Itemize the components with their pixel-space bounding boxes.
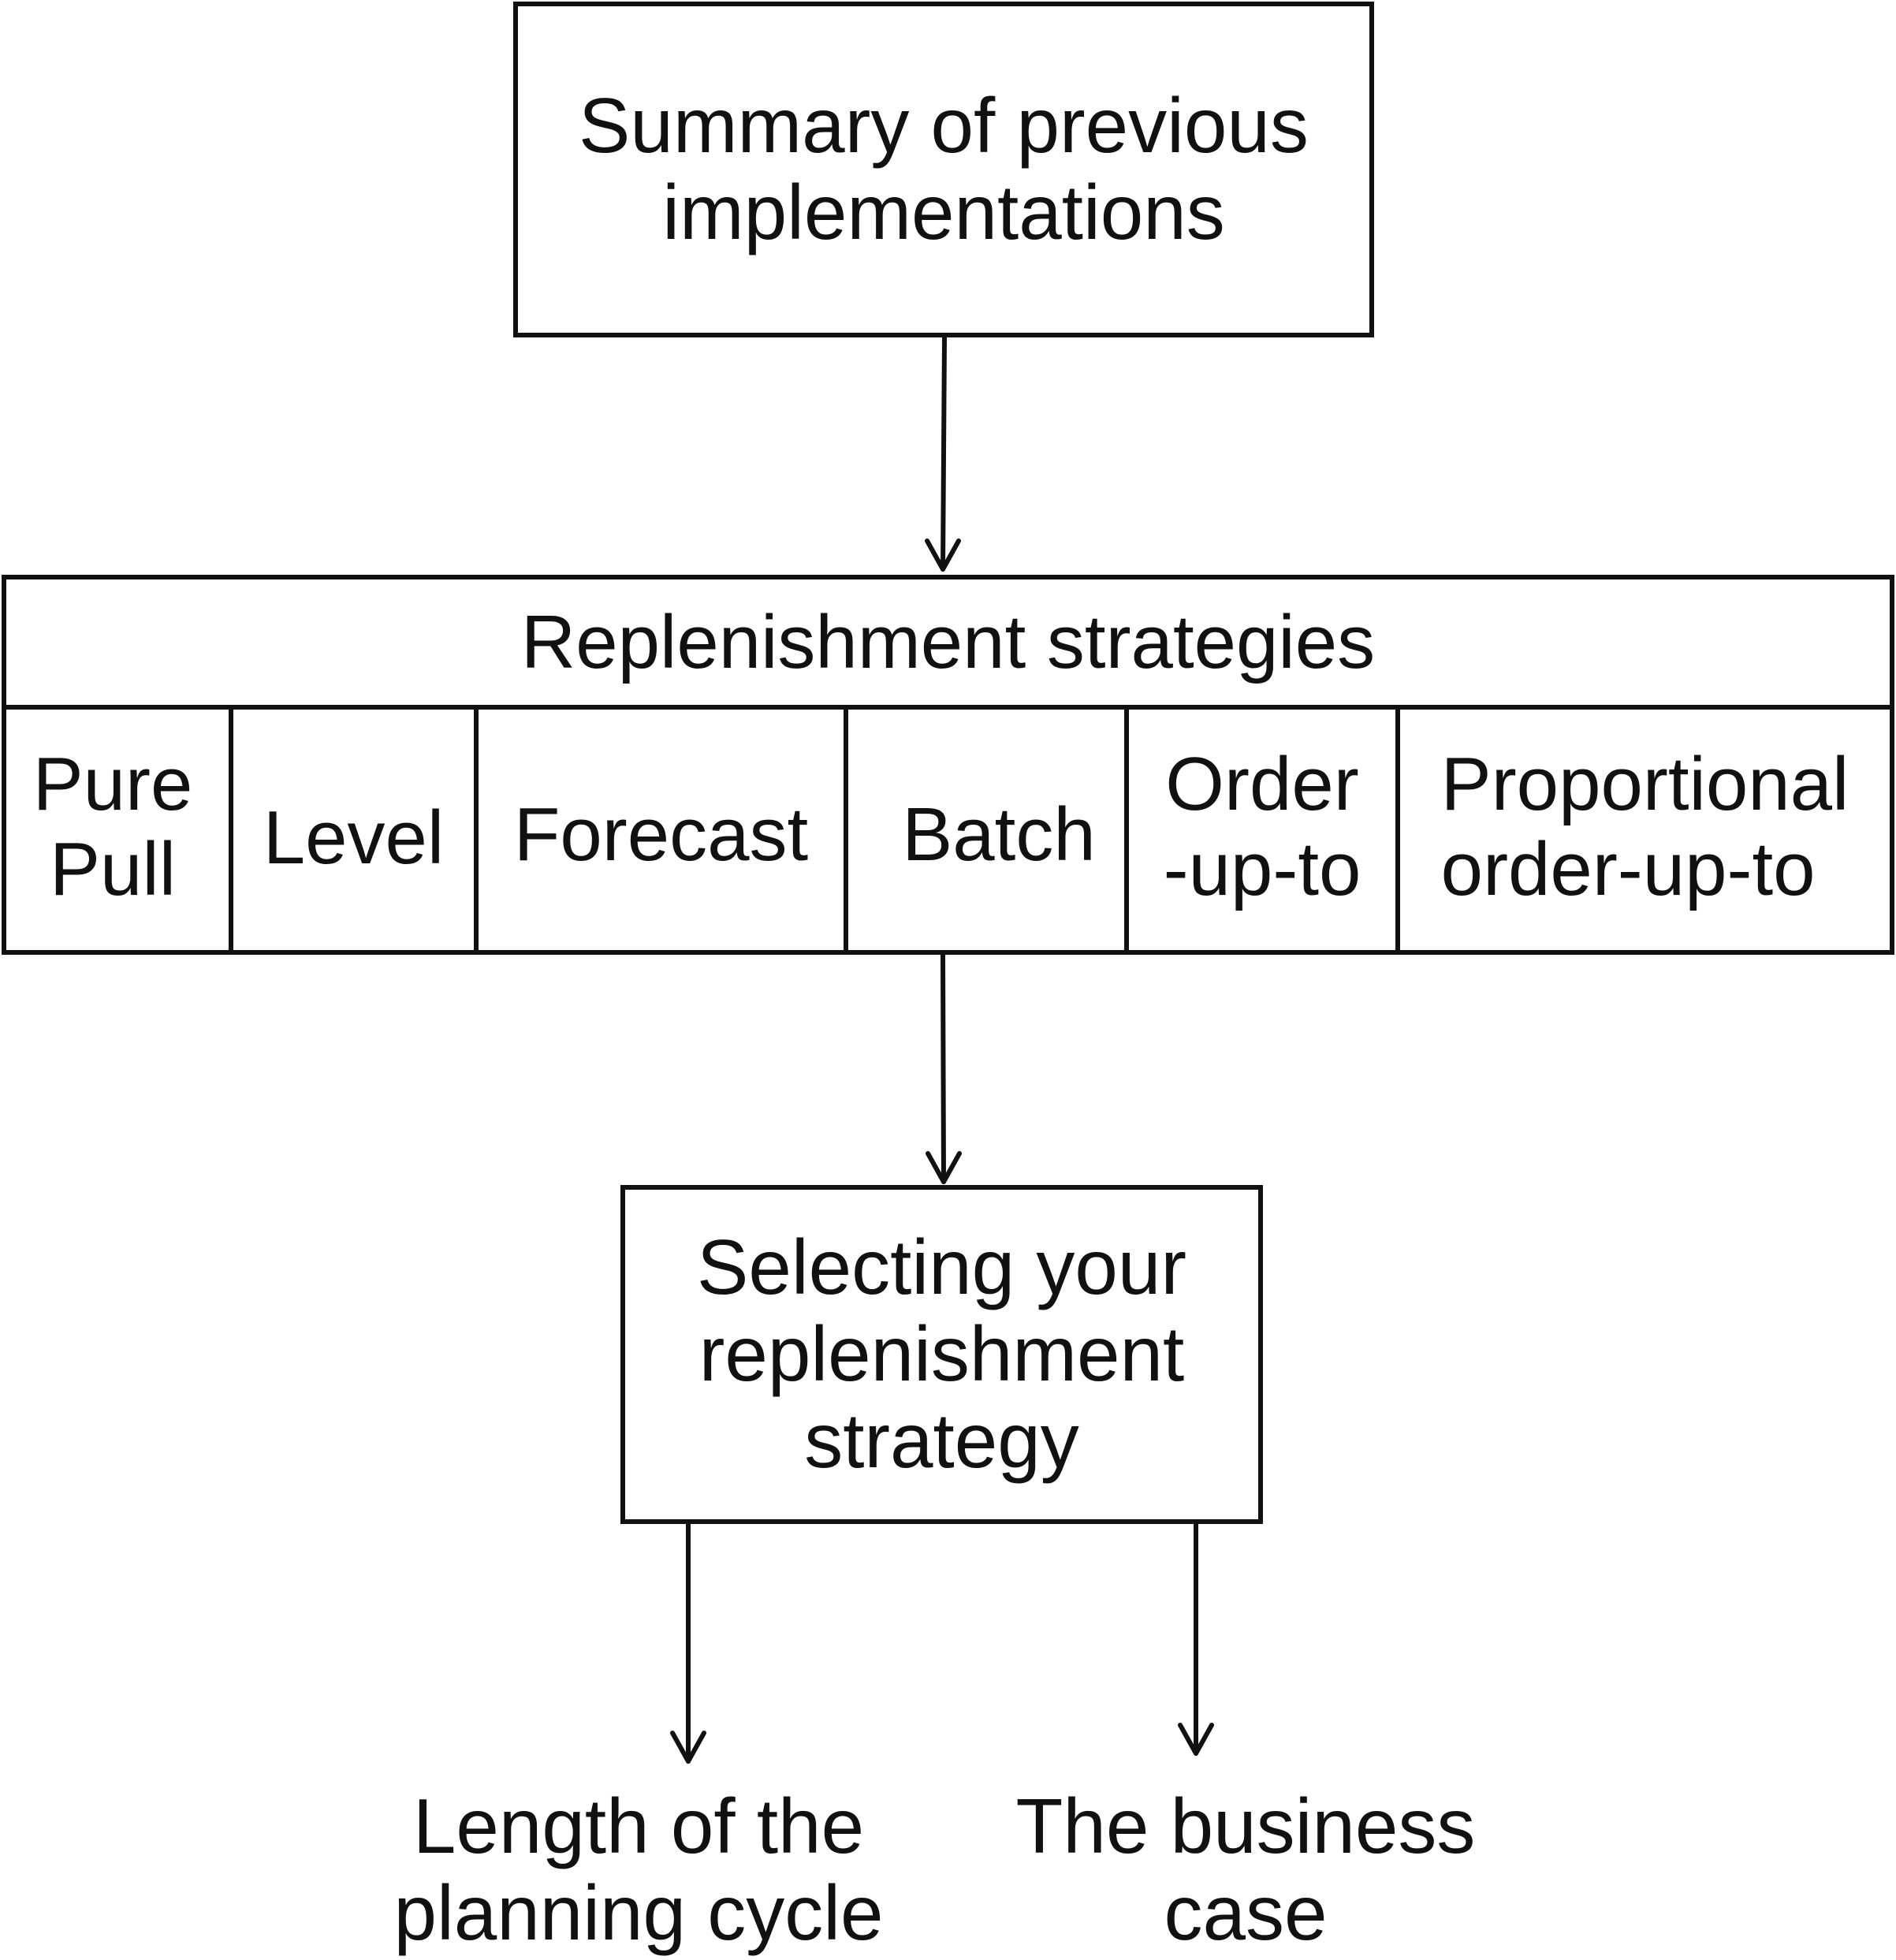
strategy-cell-line-2: Pull (49, 826, 177, 911)
strategy-cell-level: Level (229, 705, 479, 955)
arrowhead-strategies-to-selecting (926, 1151, 962, 1184)
strategy-cell-line-1: Proportional (1440, 741, 1849, 826)
arrowhead-summary-to-strategies (925, 538, 961, 572)
strategy-cell-proportional-order-up-to: Proportional order-up-to (1395, 705, 1894, 955)
selecting-line-3: strategy (804, 1396, 1079, 1484)
strategy-cell-batch: Batch (844, 705, 1129, 955)
arrowhead-selecting-to-planning-cycle (670, 1731, 706, 1764)
strategy-cell-forecast: Forecast (474, 705, 848, 955)
selecting-strategy-label: Selecting your replenishment strategy (697, 1224, 1186, 1484)
outcome-line-2: case (1164, 1869, 1328, 1956)
arrowhead-selecting-to-business-case (1178, 1723, 1214, 1756)
outcome-line-2: planning cycle (393, 1869, 884, 1956)
strategy-cell-pure-pull: Pure Pull (2, 705, 233, 955)
summary-label: Summary of previous implementations (579, 82, 1309, 256)
outcome-line-1: The business (1015, 1783, 1476, 1869)
summary-line-2: implementations (662, 169, 1225, 255)
summary-line-1: Summary of previous (579, 82, 1309, 170)
strategies-header-label: Replenishment strategies (520, 599, 1376, 684)
strategies-header-box: Replenishment strategies (2, 575, 1894, 710)
strategy-cell-line-1: Batch (902, 792, 1096, 877)
selecting-strategy-box: Selecting your replenishment strategy (620, 1185, 1263, 1524)
strategy-cell-order-up-to: Order -up-to (1124, 705, 1400, 955)
selecting-line-1: Selecting your (696, 1224, 1187, 1311)
summary-box: Summary of previous implementations (513, 2, 1374, 337)
outcome-line-1: Length of the (412, 1783, 865, 1869)
strategy-cell-line-2: -up-to (1163, 826, 1361, 911)
outcome-planning-cycle: Length of the planning cycle (371, 1783, 907, 1957)
strategy-cell-line-1: Order (1165, 741, 1359, 826)
arrow-summary-to-strategies (941, 335, 947, 572)
strategy-cell-line-1: Level (263, 795, 445, 880)
strategy-cell-line-1: Pure (32, 741, 193, 826)
strategy-cell-line-2: order-up-to (1440, 826, 1816, 911)
outcome-business-case: The business case (978, 1783, 1514, 1957)
strategy-cell-line-1: Forecast (513, 792, 809, 877)
selecting-line-2: replenishment (698, 1310, 1185, 1398)
arrow-strategies-to-selecting (941, 952, 946, 1184)
